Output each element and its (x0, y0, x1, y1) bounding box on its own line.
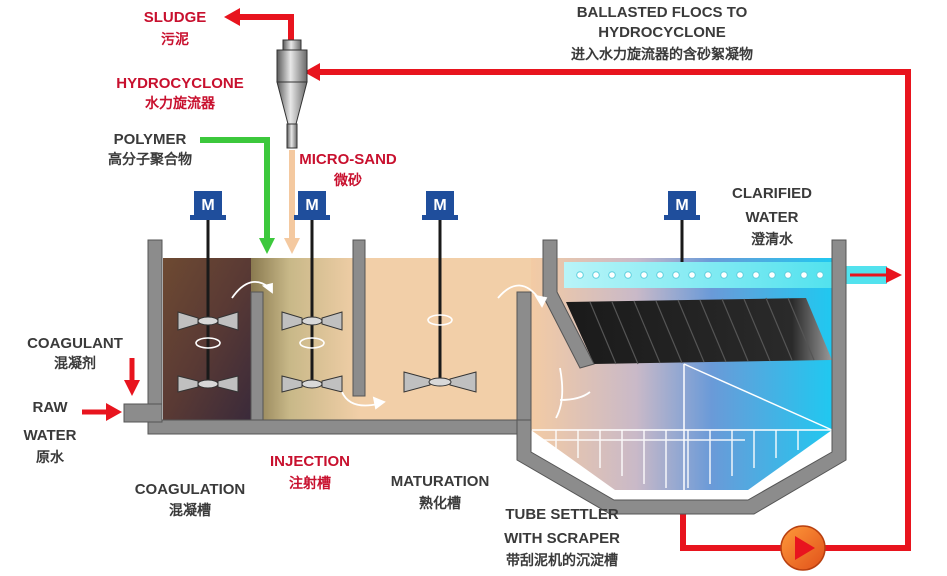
rotation-arrow-icon (195, 314, 453, 349)
pump-icon (780, 525, 826, 571)
tube-settler-label-cn: 带刮泥机的沉淀槽 (506, 552, 618, 568)
mixer-impeller-icon (177, 375, 239, 393)
sludge-label: SLUDGE (144, 9, 207, 26)
motor-icon: M (294, 191, 330, 220)
coagulation-label-cn: 混凝槽 (169, 502, 211, 518)
mixer-impeller-icon (281, 375, 343, 393)
mixer-impeller-icon (177, 311, 239, 331)
settler-tank-water (531, 258, 832, 490)
tube-settler-media (566, 298, 832, 364)
flow-arrow-icon (231, 281, 591, 419)
mixer-impeller-icon (281, 311, 343, 331)
coagulant-label-cn: 混凝剂 (54, 355, 96, 371)
raw-water-inlet-pipe (123, 403, 163, 423)
tube-settler-label-2: WITH SCRAPER (504, 530, 620, 547)
polymer-label: POLYMER (114, 131, 187, 148)
mixer-shafts (206, 220, 684, 386)
ballasted-flocs-label-cn: 进入水力旋流器的含砂絮凝物 (571, 46, 753, 62)
clarified-water-label-2: WATER (745, 209, 798, 226)
hydrocyclone-label-cn: 水力旋流器 (145, 95, 216, 111)
polymer-arrowhead (259, 238, 275, 254)
ballasted-flocs-label-2: HYDROCYCLONE (598, 24, 726, 41)
svg-text:M: M (433, 197, 446, 214)
maturation-label-cn: 熟化槽 (419, 495, 461, 511)
coagulant-arrow (124, 358, 140, 396)
tube-settler-label-1: TUBE SETTLER (505, 506, 619, 523)
micro-sand-line (284, 150, 300, 254)
micro-sand-label: MICRO-SAND (299, 151, 397, 168)
tube-settler-stripes (589, 297, 815, 365)
injection-label-cn: 注射槽 (289, 475, 331, 491)
maturation-tank-water (361, 258, 531, 420)
injection-label: INJECTION (270, 453, 350, 470)
raw-water-label-1: RAW (33, 399, 69, 416)
motor-icon: M (422, 191, 458, 220)
clarified-water-bubbles (576, 271, 824, 279)
sludge-arrowhead (224, 8, 240, 26)
tank-walls (147, 239, 847, 515)
svg-text:M: M (305, 197, 318, 214)
clarified-outlet-arrowhead (886, 267, 902, 283)
svg-text:M: M (675, 197, 688, 214)
hydrocyclone-label: HYDROCYCLONE (116, 75, 244, 92)
raw-water-arrow (82, 403, 122, 421)
polymer-line (200, 137, 275, 254)
polymer-label-cn: 高分子聚合物 (108, 151, 192, 167)
maturation-label: MATURATION (391, 473, 490, 490)
raw-water-label-cn: 原水 (36, 449, 65, 465)
raw-water-label-2: WATER (23, 427, 76, 444)
sludge-line (224, 8, 294, 40)
micro-sand-label-cn: 微砂 (333, 172, 362, 188)
clarified-water-label-cn: 澄清水 (751, 231, 794, 247)
sludge-label-cn: 污泥 (161, 31, 189, 47)
motor-icon: M (190, 191, 226, 220)
mixer-impeller-icon (403, 371, 477, 393)
clarified-water-label-1: CLARIFIED (732, 185, 812, 202)
svg-text:M: M (201, 197, 214, 214)
micro-sand-arrowhead (284, 238, 300, 254)
scraper-grid (540, 430, 799, 488)
coagulant-label: COAGULANT (27, 335, 123, 352)
motor-icon: M (664, 191, 700, 220)
recycle-arrowhead (304, 63, 320, 81)
hydrocyclone-icon (276, 39, 308, 149)
settler-inner-lines (532, 363, 833, 490)
coagulation-label: COAGULATION (135, 481, 246, 498)
ballasted-flocs-label-1: BALLASTED FLOCS TO (577, 4, 748, 21)
